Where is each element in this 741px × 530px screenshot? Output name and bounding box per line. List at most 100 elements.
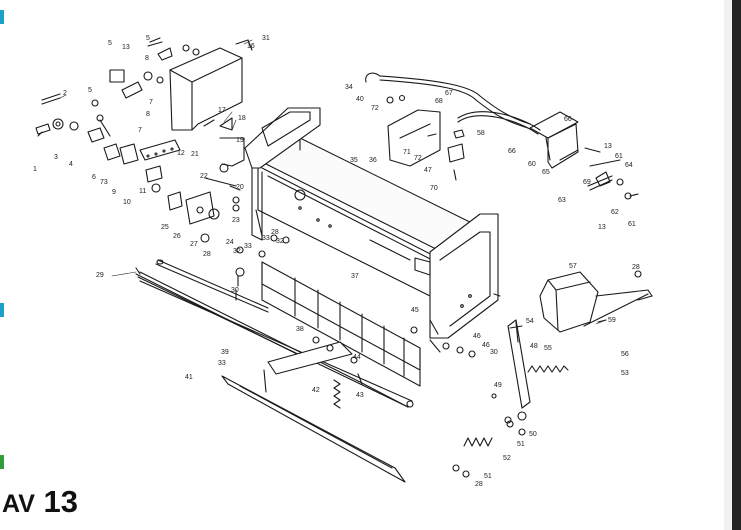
callout-label: 16	[247, 43, 255, 50]
callout-label: 19	[236, 137, 244, 144]
callout-label: 69	[583, 179, 591, 186]
callout-label: 1	[33, 166, 37, 173]
callout-label: 60	[528, 161, 536, 168]
callout-label: 9	[112, 189, 116, 196]
callout-label: 61	[615, 153, 623, 160]
callout-label: 28	[203, 251, 211, 258]
callout-label: 2	[63, 90, 67, 97]
blade-part-41	[221, 375, 406, 483]
callout-label: 27	[190, 241, 198, 248]
callout-label: 5	[146, 35, 150, 42]
callout-label: 61	[628, 221, 636, 228]
right-end-panel	[414, 213, 501, 339]
callout-label: 7	[149, 99, 153, 106]
fasteners-right	[235, 289, 526, 478]
valve-block-part-35	[387, 109, 465, 181]
callout-label: 28	[271, 229, 279, 236]
spring-part-42	[333, 379, 341, 409]
callout-label: 26	[173, 233, 181, 240]
callout-label: 40	[356, 96, 364, 103]
callout-label: 37	[351, 273, 359, 280]
callout-label: 28	[475, 481, 483, 488]
page-title: AV 13	[2, 484, 78, 520]
callout-label: 17	[218, 107, 226, 114]
page-label-prefix: AV	[2, 490, 35, 518]
callout-label: 8	[145, 55, 149, 62]
callout-label: 52	[503, 455, 511, 462]
callout-label: 55	[544, 345, 552, 352]
callout-label: 32	[276, 238, 284, 245]
callout-label: 11	[139, 188, 146, 195]
linkage-part-44	[263, 336, 363, 393]
callout-label: 23	[232, 217, 240, 224]
callout-label: 65	[542, 169, 550, 176]
spring-part-52	[463, 437, 493, 447]
callout-label: 67	[445, 90, 453, 97]
callout-label: 53	[621, 370, 629, 377]
shaft-assembly	[35, 37, 200, 165]
side-marker-3	[0, 455, 4, 469]
scan-edge-border	[732, 0, 741, 530]
callout-label: 73	[100, 179, 108, 186]
callout-label: 8	[146, 111, 150, 118]
callout-label: 49	[494, 382, 502, 389]
callout-label: 35	[350, 157, 358, 164]
callout-label: 29	[96, 272, 104, 279]
callout-label: 46	[482, 342, 490, 349]
small-hardware	[145, 117, 290, 287]
rod-part-56	[583, 270, 653, 327]
callout-label: 56	[621, 351, 629, 358]
callout-label: 30	[231, 287, 239, 294]
callout-label: 13	[598, 224, 606, 231]
exploded-parts-diagram: 1 2 3 4 5 13 5 8 7 8 7 5 6 73 9 10 11 12…	[33, 35, 653, 488]
callout-label: 57	[569, 263, 577, 270]
side-marker-2	[0, 303, 4, 317]
callout-label: 70	[430, 185, 438, 192]
callout-label: 46	[473, 333, 481, 340]
callout-label: 12	[177, 150, 185, 157]
callout-label: 48	[530, 343, 538, 350]
callout-label: 24	[226, 239, 234, 246]
callout-label: 22	[200, 173, 208, 180]
callout-label: 34	[345, 84, 353, 91]
callout-label: 18	[238, 115, 246, 122]
callout-label: 28	[632, 264, 640, 271]
callout-label: 4	[69, 161, 73, 168]
callout-label: 21	[191, 151, 199, 158]
callout-label: 66	[508, 148, 516, 155]
callout-label: 13	[604, 143, 612, 150]
spring-part-55	[527, 365, 569, 373]
callout-label: 45	[411, 307, 419, 314]
callout-label: 58	[477, 130, 485, 137]
callout-label: 44	[353, 354, 361, 361]
hydraulic-hoses	[365, 72, 541, 139]
left-side-bracket	[244, 107, 321, 241]
callout-labels: 1 2 3 4 5 13 5 8 7 8 7 5 6 73 9 10 11 12…	[33, 35, 640, 488]
callout-label: 64	[625, 162, 633, 169]
callout-label: 5	[108, 40, 112, 47]
callout-label: 36	[369, 157, 377, 164]
callout-label: 54	[526, 318, 534, 325]
cover-part-57	[539, 271, 607, 333]
callout-label: 5	[88, 87, 92, 94]
page-label-number: 13	[43, 484, 78, 519]
callout-label: 47	[424, 167, 432, 174]
callout-label: 50	[529, 431, 537, 438]
callout-label: 39	[221, 349, 229, 356]
callout-label: 33	[218, 360, 226, 367]
scan-edge-shadow	[724, 0, 732, 530]
callout-label: 66	[564, 116, 572, 123]
callout-label: 33	[262, 235, 270, 242]
callout-label: 72	[371, 105, 379, 112]
callout-label: 63	[558, 197, 566, 204]
callout-label: 71	[403, 149, 411, 156]
callout-label: 10	[123, 199, 131, 206]
callout-label: 13	[122, 44, 130, 51]
callout-label: 41	[185, 374, 193, 381]
callout-label: 7	[138, 127, 142, 134]
callout-label: 6	[92, 174, 96, 181]
callout-label: 68	[435, 98, 443, 105]
callout-label: 51	[484, 473, 492, 480]
long-rod-part-29	[135, 259, 414, 408]
lever-part-48	[504, 319, 531, 424]
